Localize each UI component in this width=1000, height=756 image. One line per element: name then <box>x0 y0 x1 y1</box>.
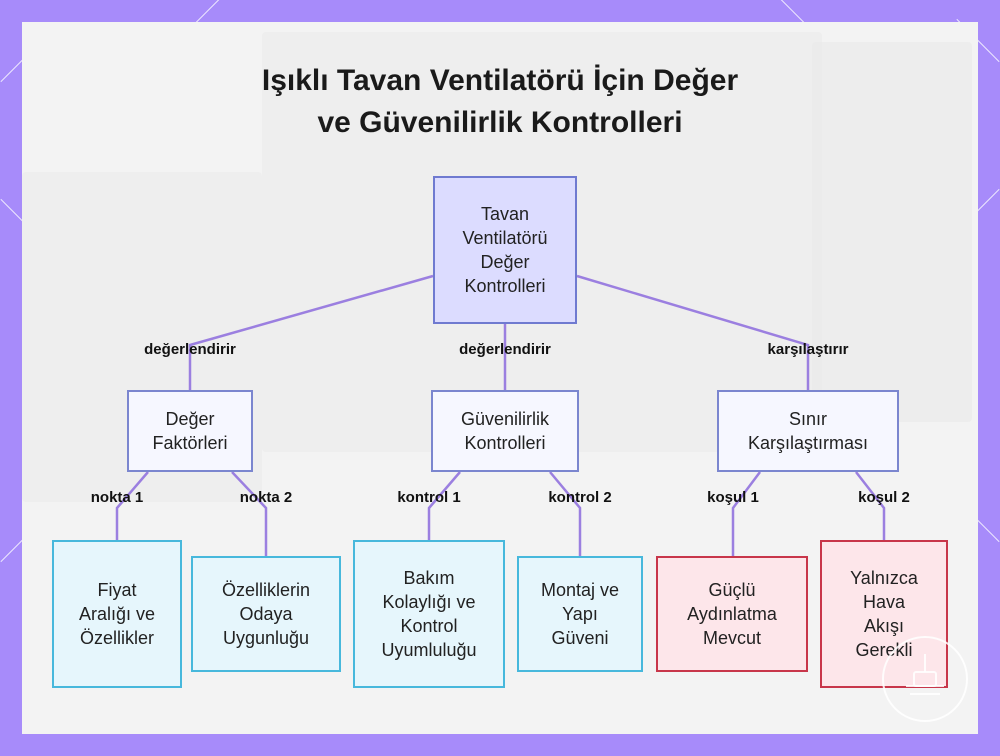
node-price-range-line: Fiyat <box>97 580 137 600</box>
connector-root-value <box>188 274 434 390</box>
title-line-2: ve Güvenilirlik Kontrolleri <box>317 106 683 139</box>
edge-label-reliability-check1: kontrol 1 <box>397 489 461 506</box>
node-root-line: Ventilatörü <box>462 228 548 248</box>
node-maintenance-line: Bakım <box>403 568 455 588</box>
node-airflow-only-line: Yalnızca <box>850 568 918 588</box>
node-reliability-checks-line: Kontrolleri <box>464 433 546 453</box>
node-maintenance-line: Kolaylığı ve <box>382 592 476 612</box>
node-mounting-line: Yapı <box>562 604 598 624</box>
node-root-line: Kontrolleri <box>464 276 546 296</box>
node-root-line: Tavan <box>480 204 530 224</box>
node-limit-comparison: Sınır Karşılaştırması <box>717 390 899 472</box>
title-line-1: Işıklı Tavan Ventilatörü İçin Değer <box>261 64 739 97</box>
node-reliability-checks: Güvenilirlik Kontrolleri <box>431 390 579 472</box>
page-title: Işıklı Tavan Ventilatörü İçin Değer ve G… <box>0 60 1000 144</box>
edge-label-value-point2: nokta 2 <box>239 489 293 506</box>
node-limit-comparison-line: Karşılaştırması <box>747 433 869 453</box>
node-price-range-line: Aralığı ve <box>78 604 156 624</box>
connector-root-limit <box>576 274 810 390</box>
node-root: Tavan Ventilatörü Değer Kontrolleri <box>433 176 577 324</box>
connector-value-price <box>115 471 149 540</box>
connector-value-room <box>231 471 268 556</box>
edge-label-limit-condition2: koşul 2 <box>858 489 910 506</box>
node-value-factors: Değer Faktörleri <box>127 390 253 472</box>
connector-limit-airflow <box>855 471 886 540</box>
connector-limit-light <box>731 471 761 556</box>
edge-label-root-value: değerlendirir <box>144 341 236 358</box>
node-price-range-line: Özellikler <box>79 628 154 648</box>
connector-reliability-mounting <box>549 471 582 556</box>
node-value-factors-line: Değer <box>165 409 215 429</box>
node-room-fit: Özelliklerin Odaya Uygunluğu <box>191 556 341 672</box>
node-root-line: Değer <box>480 252 530 272</box>
node-mounting: Montaj ve Yapı Güveni <box>517 556 643 672</box>
node-mounting-line: Montaj ve <box>540 580 620 600</box>
node-root-text: Tavan Ventilatörü Değer Kontrolleri <box>462 202 547 298</box>
node-strong-light: Güçlü Aydınlatma Mevcut <box>656 556 808 672</box>
edge-label-limit-condition1: koşul 1 <box>707 489 759 506</box>
node-reliability-checks-line: Güvenilirlik <box>460 409 550 429</box>
node-price-range: Fiyat Aralığı ve Özellikler <box>52 540 182 688</box>
connector-reliability-maintenance <box>427 471 461 540</box>
edge-label-reliability-check2: kontrol 2 <box>548 489 612 506</box>
node-room-fit-line: Odaya <box>239 604 293 624</box>
node-value-factors-line: Faktörleri <box>152 433 228 453</box>
edge-label-root-reliability: değerlendirir <box>459 341 551 358</box>
background-blur <box>812 42 972 422</box>
node-maintenance-line: Kontrol <box>400 616 458 636</box>
node-airflow-only-line: Hava <box>862 592 905 612</box>
node-strong-light-line: Mevcut <box>702 628 762 648</box>
node-maintenance: Bakım Kolaylığı ve Kontrol Uyumluluğu <box>353 540 505 688</box>
node-room-fit-line: Uygunluğu <box>222 628 310 648</box>
node-mounting-line: Güveni <box>551 628 609 648</box>
edge-label-value-point1: nokta 1 <box>90 489 144 506</box>
edge-label-root-limit: karşılaştırır <box>767 341 849 358</box>
node-airflow-only-line: Akışı <box>863 616 904 636</box>
node-room-fit-line: Özelliklerin <box>221 580 311 600</box>
node-limit-comparison-line: Sınır <box>788 409 827 429</box>
watermark-stamp-icon <box>882 636 968 722</box>
node-maintenance-line: Uyumluluğu <box>381 640 477 660</box>
node-strong-light-line: Aydınlatma <box>687 604 777 624</box>
node-strong-light-line: Güçlü <box>708 580 756 600</box>
